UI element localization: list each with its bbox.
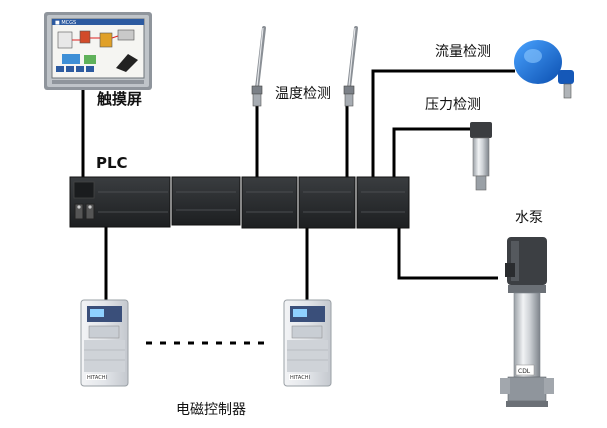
inverter-tag: HITACHI: [290, 375, 310, 381]
hmi-brand: ■ MCGS: [55, 20, 76, 26]
flow-label: 流量检测: [435, 44, 491, 60]
flow-meter: [514, 40, 574, 99]
electromagnetic-controller: HITACHI: [283, 299, 332, 387]
hmi-display: [51, 18, 145, 79]
temperature-probe: [343, 26, 358, 107]
pump-label: 水泵: [515, 210, 543, 226]
plc-module: [298, 176, 356, 229]
plc-label: PLC: [96, 154, 128, 172]
hmi-touch-screen: ■ MCGS: [44, 12, 152, 90]
temperature-probe: [251, 26, 266, 107]
plc-rack: [69, 176, 410, 229]
plc-module: [171, 176, 241, 226]
pressure-label: 压力检测: [425, 97, 481, 113]
wires: [81, 69, 515, 345]
water-pump: CDL: [500, 237, 554, 407]
pressure-sensor: [470, 122, 492, 191]
wire-flow: [371, 69, 515, 178]
wire-pump: [397, 228, 498, 280]
temperature-label: 温度检测: [275, 86, 331, 102]
plc-port: [74, 203, 84, 220]
controller-label: 电磁控制器: [176, 402, 246, 418]
plc-module: [356, 176, 410, 229]
hmi-label: 触摸屏: [97, 90, 143, 108]
pump-tag: CDL: [518, 368, 531, 375]
electromagnetic-controller: HITACHI: [80, 299, 129, 387]
wire-pressure: [392, 127, 470, 178]
inverter-tag: HITACHI: [87, 375, 107, 381]
plc-port: [85, 203, 95, 220]
plc-module: [241, 176, 298, 229]
